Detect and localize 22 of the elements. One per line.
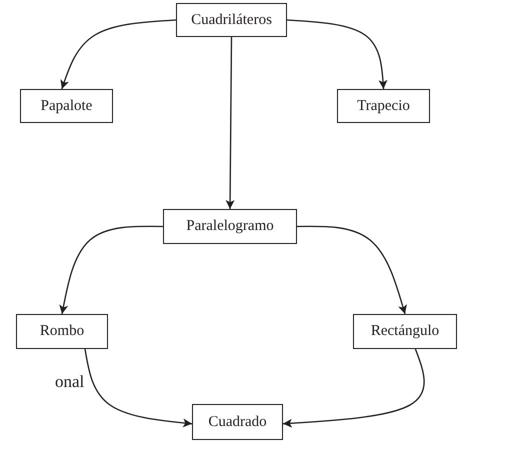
node-label: Trapecio: [357, 98, 410, 114]
shape-box: [192, 404, 283, 440]
shape-box: [176, 3, 287, 37]
arrow: [282, 348, 425, 428]
partial-text: onal: [55, 372, 84, 392]
shape-box: [163, 209, 297, 244]
shape-box: [337, 89, 430, 123]
node-label: Cuadrado: [208, 414, 267, 430]
arrow: [286, 19, 388, 90]
node-label: Rectángulo: [370, 323, 440, 340]
node-label: Papalote: [40, 98, 92, 114]
arrow: [84, 348, 192, 428]
node-label: Rombo: [40, 323, 84, 340]
shape-box: [353, 314, 457, 349]
shape-box: [20, 89, 113, 123]
arrow: [296, 226, 407, 314]
node-label: Cuadriláteros: [191, 12, 272, 28]
shape-box: [16, 314, 108, 349]
arrow: [59, 226, 164, 314]
arrow: [60, 19, 176, 90]
node-label: Paralelogramo: [186, 218, 274, 235]
arrow: [226, 37, 235, 209]
